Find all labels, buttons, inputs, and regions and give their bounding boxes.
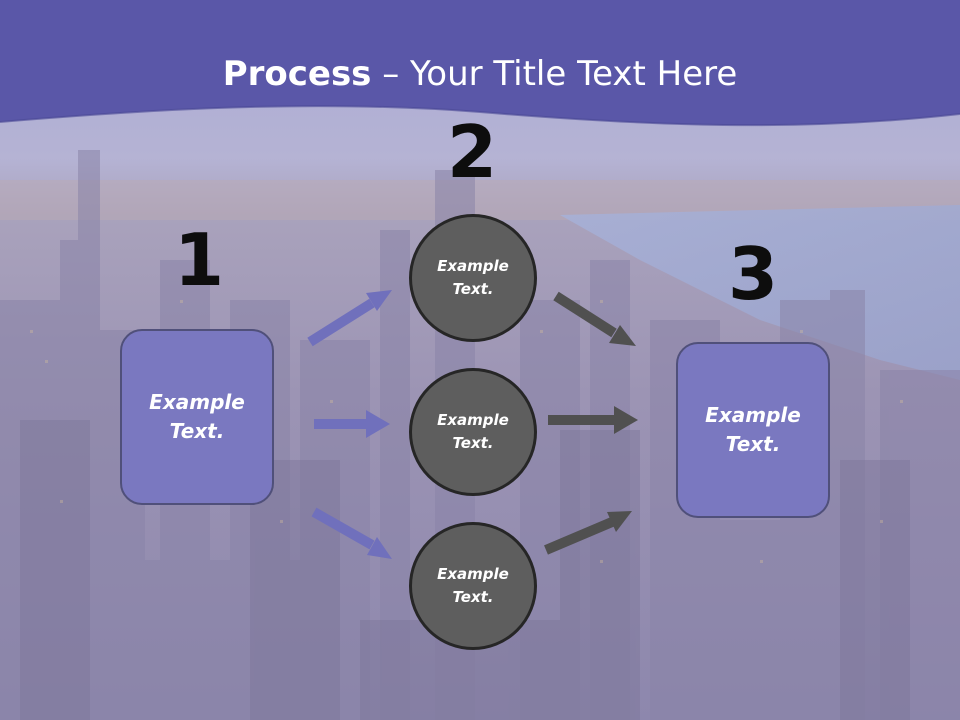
step-2-circle-3: Example Text.	[409, 522, 537, 650]
circle-1-text: Example Text.	[437, 257, 509, 298]
step-number-3: 3	[727, 232, 779, 316]
page-title: Process – Your Title Text Here	[0, 52, 960, 96]
circle-3-text: Example Text.	[437, 565, 509, 606]
step-number-1: 1	[173, 218, 225, 302]
arrow-to-circle-3	[311, 507, 375, 550]
arrow-to-circle-1	[307, 298, 375, 347]
step-3-text: Example Text.	[705, 403, 801, 456]
step-1-box: Example Text.	[120, 329, 274, 505]
step-number-2: 2	[446, 110, 498, 194]
arrow-from-circle-1	[553, 291, 617, 338]
arrows-out	[544, 291, 638, 555]
title-rest: – Your Title Text Here	[371, 54, 738, 94]
arrows-in	[307, 290, 392, 559]
title-bold: Process	[222, 54, 372, 94]
circle-2-text: Example Text.	[437, 411, 509, 452]
header-band	[0, 0, 960, 126]
step-3-box: Example Text.	[676, 342, 830, 518]
arrow-from-circle-3	[544, 517, 614, 555]
step-2-circle-1: Example Text.	[409, 214, 537, 342]
step-1-text: Example Text.	[149, 390, 245, 443]
step-2-circle-2: Example Text.	[409, 368, 537, 496]
